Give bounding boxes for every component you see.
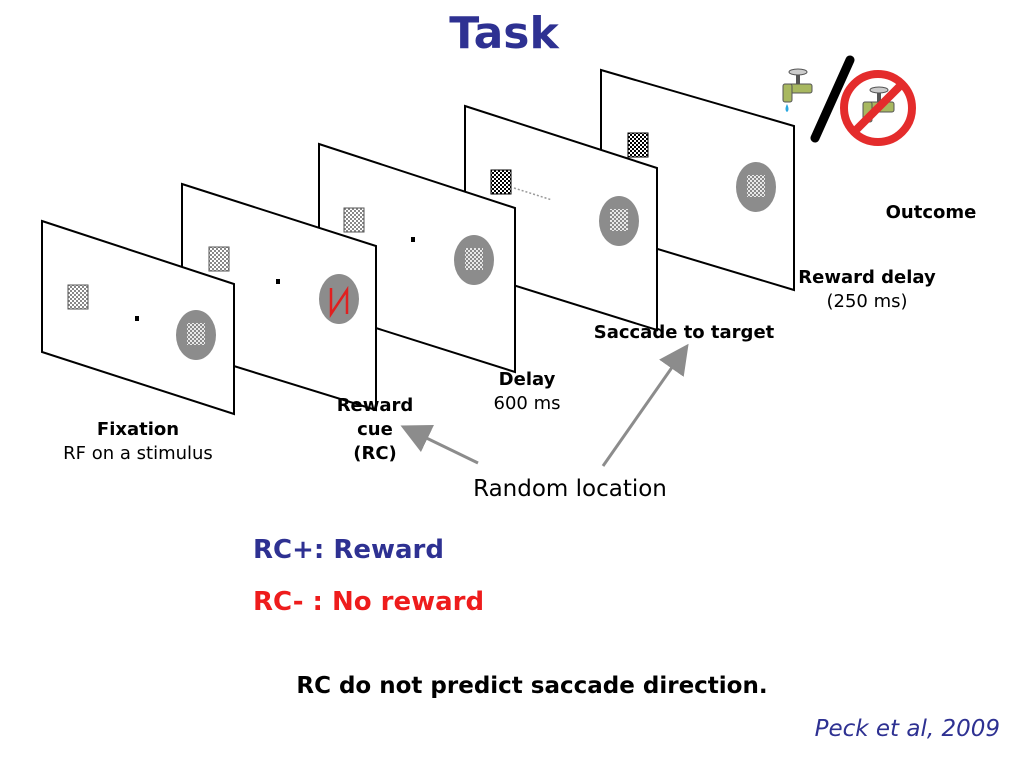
reward-cue-line2: cue <box>357 419 393 440</box>
fixation-label: Fixation RF on a stimulus <box>38 418 238 466</box>
slash-divider <box>810 55 855 143</box>
arrow-to-reward-cue <box>400 425 479 465</box>
reward-cue-line3: (RC) <box>353 443 397 464</box>
stimulus-patch <box>67 284 89 310</box>
reward-delay-value: (250 ms) <box>826 291 908 312</box>
citation: Peck et al, 2009 <box>814 716 1000 742</box>
fixation-point <box>276 279 280 284</box>
faucet-icon <box>782 68 813 112</box>
frame-fixation <box>41 219 235 416</box>
delay-title: Delay <box>498 369 556 390</box>
slide-title: Task <box>449 8 559 59</box>
random-location-label: Random location <box>473 476 667 502</box>
fixation-subtitle: RF on a stimulus <box>63 443 213 464</box>
reward-cue-symbol <box>329 285 349 319</box>
stimulus-patch <box>627 132 649 158</box>
no-faucet-icon <box>840 70 916 146</box>
reward-delay-title: Reward delay <box>798 267 936 288</box>
rf-disc <box>319 274 359 324</box>
outcome-label: Outcome <box>885 202 977 223</box>
saccade-path <box>513 187 553 201</box>
arrow-to-saccade <box>601 343 689 467</box>
fixation-point <box>411 237 415 242</box>
rc-plus-text: RC+: Reward <box>253 535 444 565</box>
stimulus-patch <box>490 169 512 195</box>
stimulus-patch <box>208 246 230 272</box>
reward-cue-label: Reward cue (RC) <box>320 394 430 466</box>
reward-cue-line1: Reward <box>336 395 414 416</box>
reward-delay-label: Reward delay (250 ms) <box>772 266 962 314</box>
conclusion-text: RC do not predict saccade direction. <box>296 673 768 699</box>
saccade-label: Saccade to target <box>593 322 775 343</box>
rc-minus-text: RC- : No reward <box>253 587 485 617</box>
delay-label: Delay 600 ms <box>470 368 584 416</box>
fixation-title: Fixation <box>96 419 180 440</box>
stimulus-patch <box>343 207 365 233</box>
fixation-point <box>135 316 139 321</box>
delay-value: 600 ms <box>493 393 561 414</box>
